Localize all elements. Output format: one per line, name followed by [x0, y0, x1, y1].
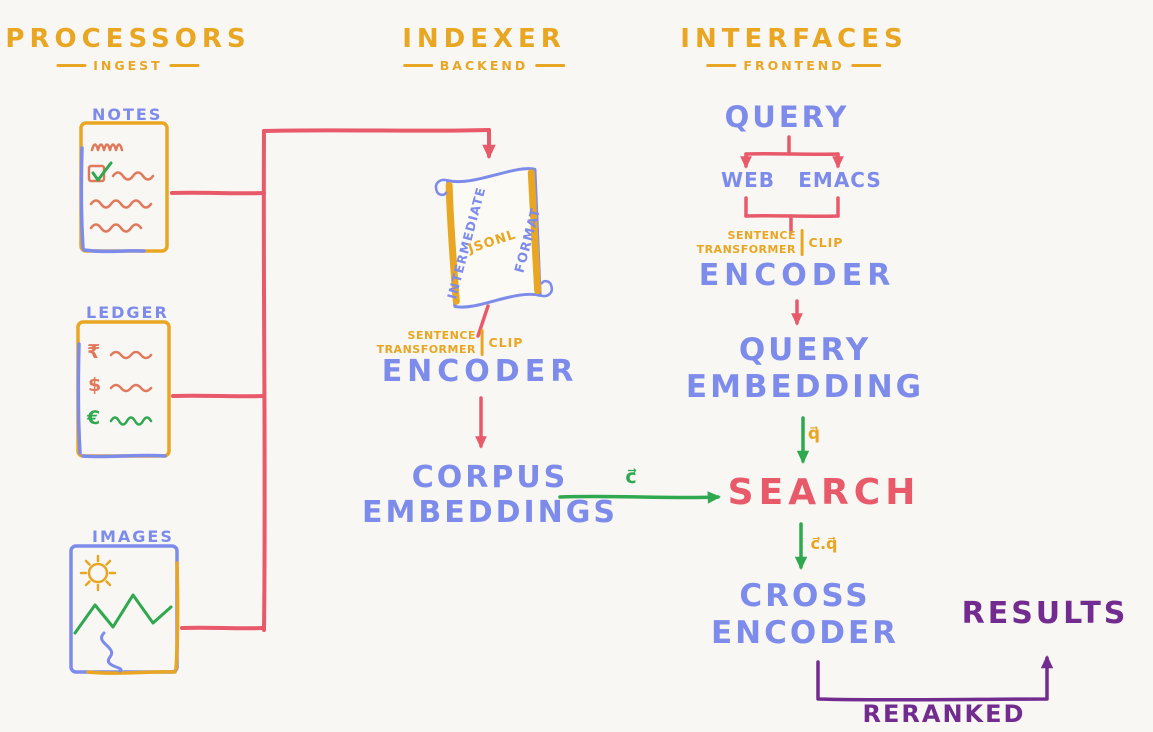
divider: [480, 329, 484, 357]
river-icon: [100, 631, 123, 673]
ledger-scribble-line-2: [109, 383, 153, 393]
ledger-card-drawing: [76, 320, 171, 459]
search-flow-connectors: [558, 416, 810, 570]
indexer-encoder-node: ENCODER: [381, 354, 579, 389]
query-node: QUERY: [724, 100, 850, 134]
processors-title: PROCESSORS: [5, 24, 251, 54]
indexer-encoder-model: SENTENCE TRANSFORMER CLIP: [377, 329, 524, 357]
interfaces-header: INTERFACES FRONTEND: [680, 24, 907, 73]
interfaces-subtitle: FRONTEND: [680, 58, 907, 73]
notes-label: NOTES: [92, 105, 163, 124]
sun-icon: [79, 554, 117, 592]
ledger-card: ₹ $ €: [75, 319, 172, 459]
images-card: [68, 543, 180, 675]
results-node: RESULTS: [961, 596, 1129, 631]
interfaces-encoder-model: SENTENCE TRANSFORMER CLIP: [697, 229, 844, 257]
note-scribble-line-1: [90, 143, 124, 152]
cross-encoder-node: CROSS ENCODER: [710, 578, 900, 651]
indexer-title: INDEXER: [402, 24, 566, 54]
sentence-transformer-label: SENTENCE TRANSFORMER: [696, 229, 796, 256]
scroll-icon: [434, 167, 554, 309]
ledger-card-blue-bottom-edge: [81, 453, 167, 459]
processors-header: PROCESSORS INGEST: [5, 24, 250, 73]
ingest-connectors: [170, 128, 496, 632]
notes-card-drawing: [79, 121, 169, 254]
notes-card-blue-bottom-edge: [82, 248, 146, 254]
query-split-connectors: [740, 135, 844, 326]
scroll-right-band: [527, 169, 542, 295]
indexer-flow-connectors: [475, 304, 490, 449]
indexer-header: INDEXER BACKEND: [402, 24, 566, 73]
query-vector-label: q⃗: [807, 424, 821, 444]
clip-label: CLIP: [808, 235, 844, 251]
images-label: IMAGES: [92, 527, 174, 546]
euro-symbol: €: [87, 407, 101, 429]
images-card-drawing: [69, 544, 180, 675]
images-card-yellow-right-edge: [174, 561, 180, 671]
note-scribble-line-3: [89, 199, 153, 209]
interfaces-title: INTERFACES: [680, 24, 908, 54]
ledger-scribble-line-1: [109, 350, 153, 360]
ledger-card-blue-left-edge: [76, 342, 82, 455]
notes-card: [78, 120, 170, 254]
ledger-label: LEDGER: [86, 303, 169, 322]
search-node: SEARCH: [727, 472, 921, 513]
indexer-subtitle: BACKEND: [402, 58, 566, 73]
notes-card-blue-left-edge: [79, 146, 85, 250]
scroll-top-curl: [434, 178, 449, 197]
divider: [800, 229, 804, 257]
jsonl-scroll: INTERMEDIATE JSONL FORMAT: [416, 153, 572, 325]
checkmark-icon: [91, 161, 113, 182]
interfaces-encoder-node: ENCODER: [698, 258, 896, 293]
ledger-scribble-line-3: [109, 416, 153, 426]
dot-product-label: c⃗.q⃗: [810, 534, 838, 553]
note-scribble-line-2: [111, 171, 155, 181]
note-scribble-line-4: [89, 223, 143, 233]
scroll-left-band: [445, 181, 460, 305]
corpus-vector-label: c⃗: [625, 466, 637, 488]
rerank-connector: [816, 655, 1054, 702]
scroll-bottom-curl: [538, 279, 554, 298]
dollar-symbol: $: [88, 374, 102, 396]
mountains-icon: [73, 593, 173, 635]
corpus-embeddings-node: CORPUS EMBEDDINGS: [361, 460, 619, 531]
query-embedding-node: QUERY EMBEDDING: [685, 332, 925, 405]
sentence-transformer-label: SENTENCE TRANSFORMER: [376, 329, 476, 356]
clip-label: CLIP: [488, 335, 524, 351]
emacs-node: EMACS: [798, 168, 882, 192]
images-card-yellow-bottom-edge: [86, 670, 177, 675]
processors-subtitle: INGEST: [5, 58, 250, 73]
web-node: WEB: [721, 168, 775, 192]
reranked-label: RERANKED: [862, 700, 1026, 728]
rupee-symbol: ₹: [87, 341, 101, 363]
